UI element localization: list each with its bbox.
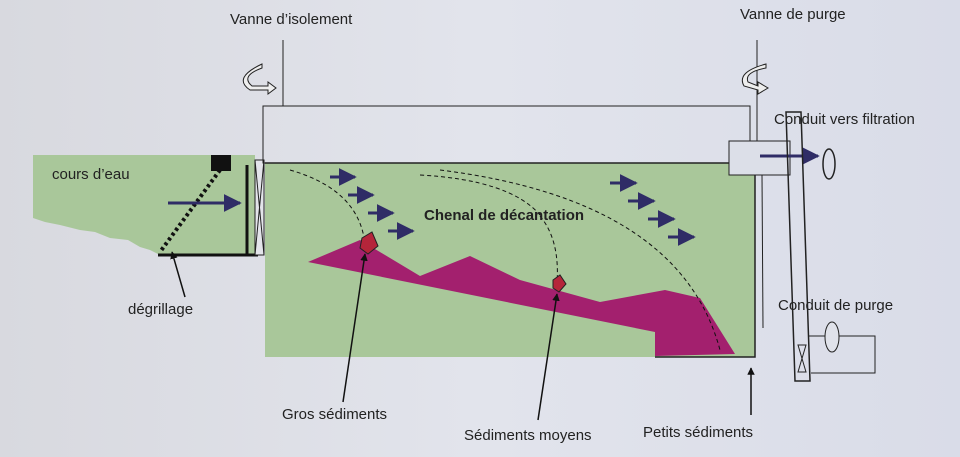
upper-housing: [262, 105, 751, 164]
screening-label: dégrillage: [128, 301, 194, 318]
purge-pump-icon: [824, 321, 840, 353]
medium-sediment-marker: [552, 274, 567, 293]
coarse-sediment-marker: [359, 231, 379, 255]
flow-arrows: [330, 168, 696, 246]
coarse-sediments-label: Gros sédiments: [282, 406, 388, 423]
isolation-rotation-icon: [242, 63, 277, 95]
purge-conduit-label: Conduit de purge: [778, 297, 894, 314]
pointer-arrows: [170, 251, 755, 421]
fine-sediments-label: Petits sédiments: [643, 424, 754, 441]
purge-valve-label: Vanne de purge: [740, 6, 846, 23]
watercourse-area: [33, 155, 255, 255]
trajectory-medium: [539, 215, 558, 284]
trajectory-coarse: [289, 169, 366, 246]
channel-label: Chenal de décantation: [424, 207, 585, 224]
filtration-box: [728, 140, 791, 176]
medium-sediments-label: Sédiments moyens: [464, 427, 592, 444]
isolation-valve-label: Vanne d’isolement: [230, 11, 353, 28]
watercourse-label: cours d’eau: [52, 166, 130, 183]
purge-pipe: [785, 111, 811, 382]
screen-grid: [158, 168, 222, 254]
sediment-deposit: [308, 240, 735, 356]
purge-valve-icon: [797, 344, 807, 373]
filtration-pump-icon: [822, 148, 836, 180]
filtration-conduit-label: Conduit vers filtration: [774, 111, 915, 128]
purge-rotation-icon: [741, 63, 769, 95]
screen-head: [211, 155, 231, 171]
